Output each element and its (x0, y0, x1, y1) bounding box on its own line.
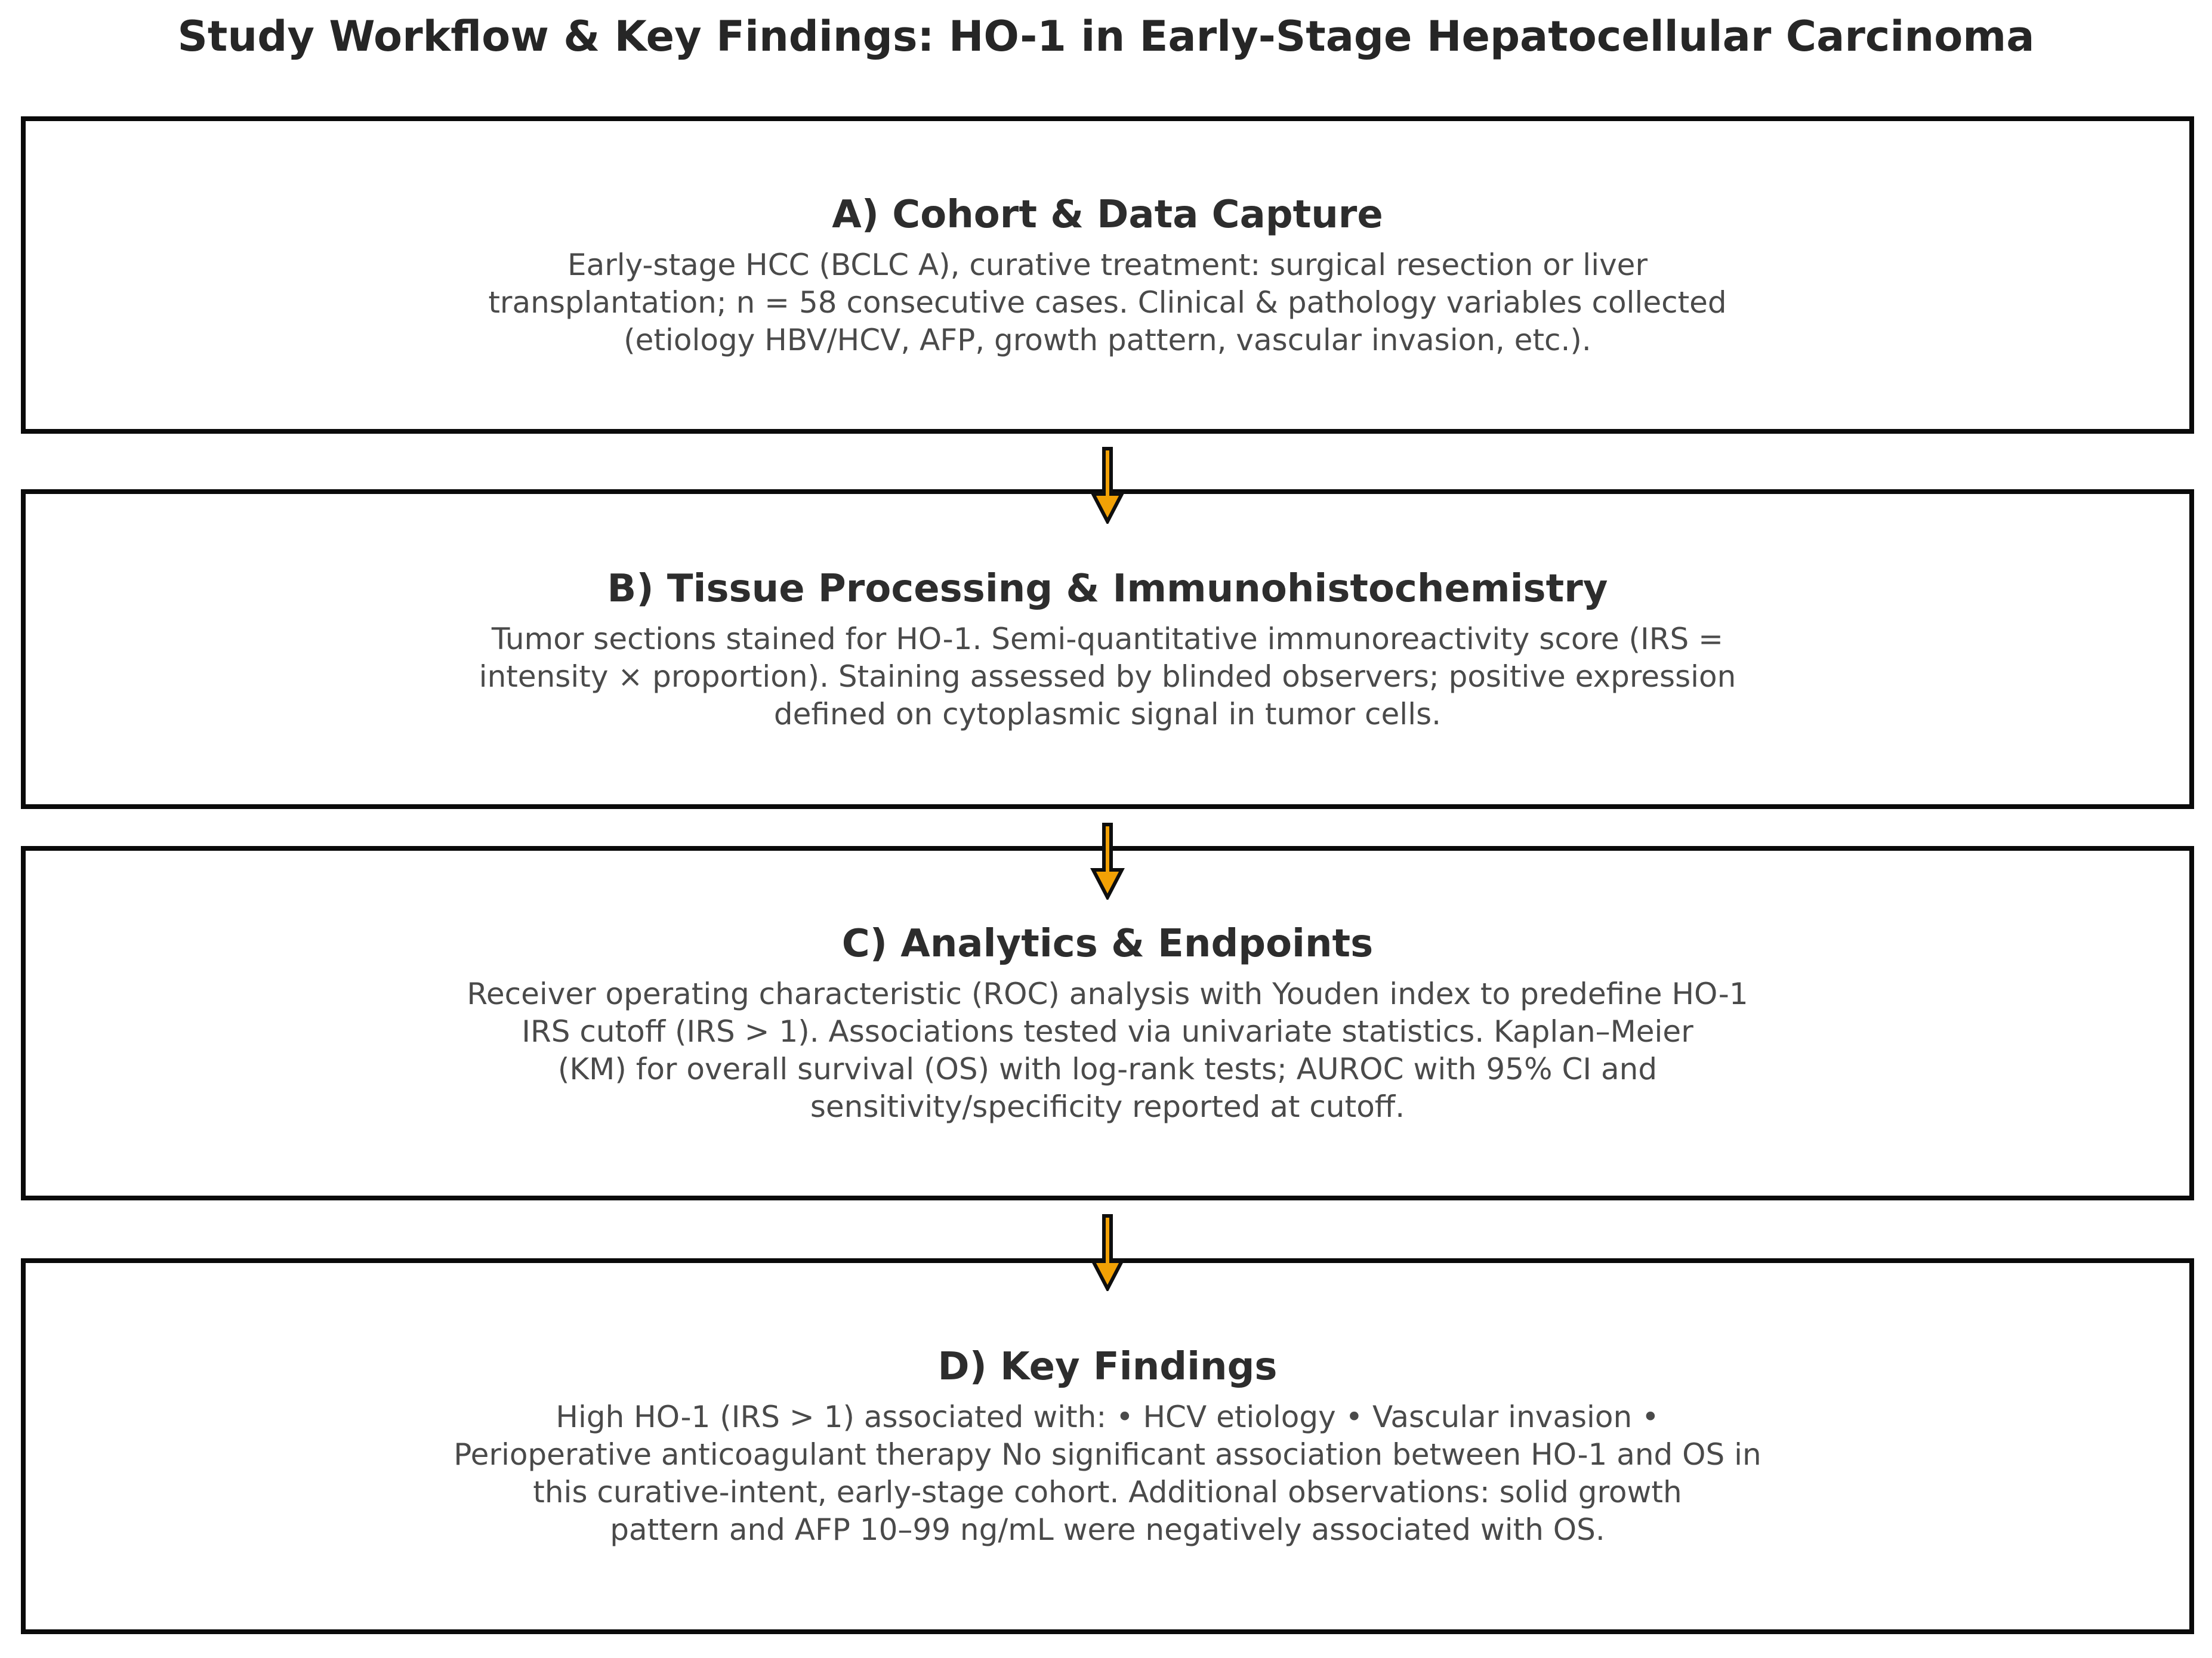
box-d-body-text: High HO-1 (IRS > 1) associated with: • H… (453, 1400, 1761, 1547)
box-cohort-data-capture: A) Cohort & Data Capture Early-stage HCC… (21, 116, 2194, 434)
box-b-body-text: Tumor sections stained for HO-1. Semi-qu… (479, 621, 1736, 731)
down-arrow-icon (1090, 823, 1125, 900)
box-analytics-endpoints: C) Analytics & Endpoints Receiver operat… (21, 846, 2194, 1200)
box-d-heading: D) Key Findings (937, 1345, 1278, 1389)
box-c-body-text: Receiver operating characteristic (ROC) … (467, 977, 1748, 1124)
box-b-heading: B) Tissue Processing & Immunohistochemis… (607, 566, 1608, 611)
box-a-body-text: Early-stage HCC (BCLC A), curative treat… (488, 247, 1727, 357)
down-arrow-icon (1090, 447, 1125, 524)
box-key-findings: D) Key Findings High HO-1 (IRS > 1) asso… (21, 1258, 2194, 1634)
diagram-title: Study Workflow & Key Findings: HO-1 in E… (177, 12, 2035, 61)
box-tissue-processing-ihc: B) Tissue Processing & Immunohistochemis… (21, 489, 2194, 809)
down-arrow-icon (1090, 1214, 1125, 1291)
box-c-heading: C) Analytics & Endpoints (841, 922, 1374, 966)
box-a-heading: A) Cohort & Data Capture (832, 192, 1383, 237)
